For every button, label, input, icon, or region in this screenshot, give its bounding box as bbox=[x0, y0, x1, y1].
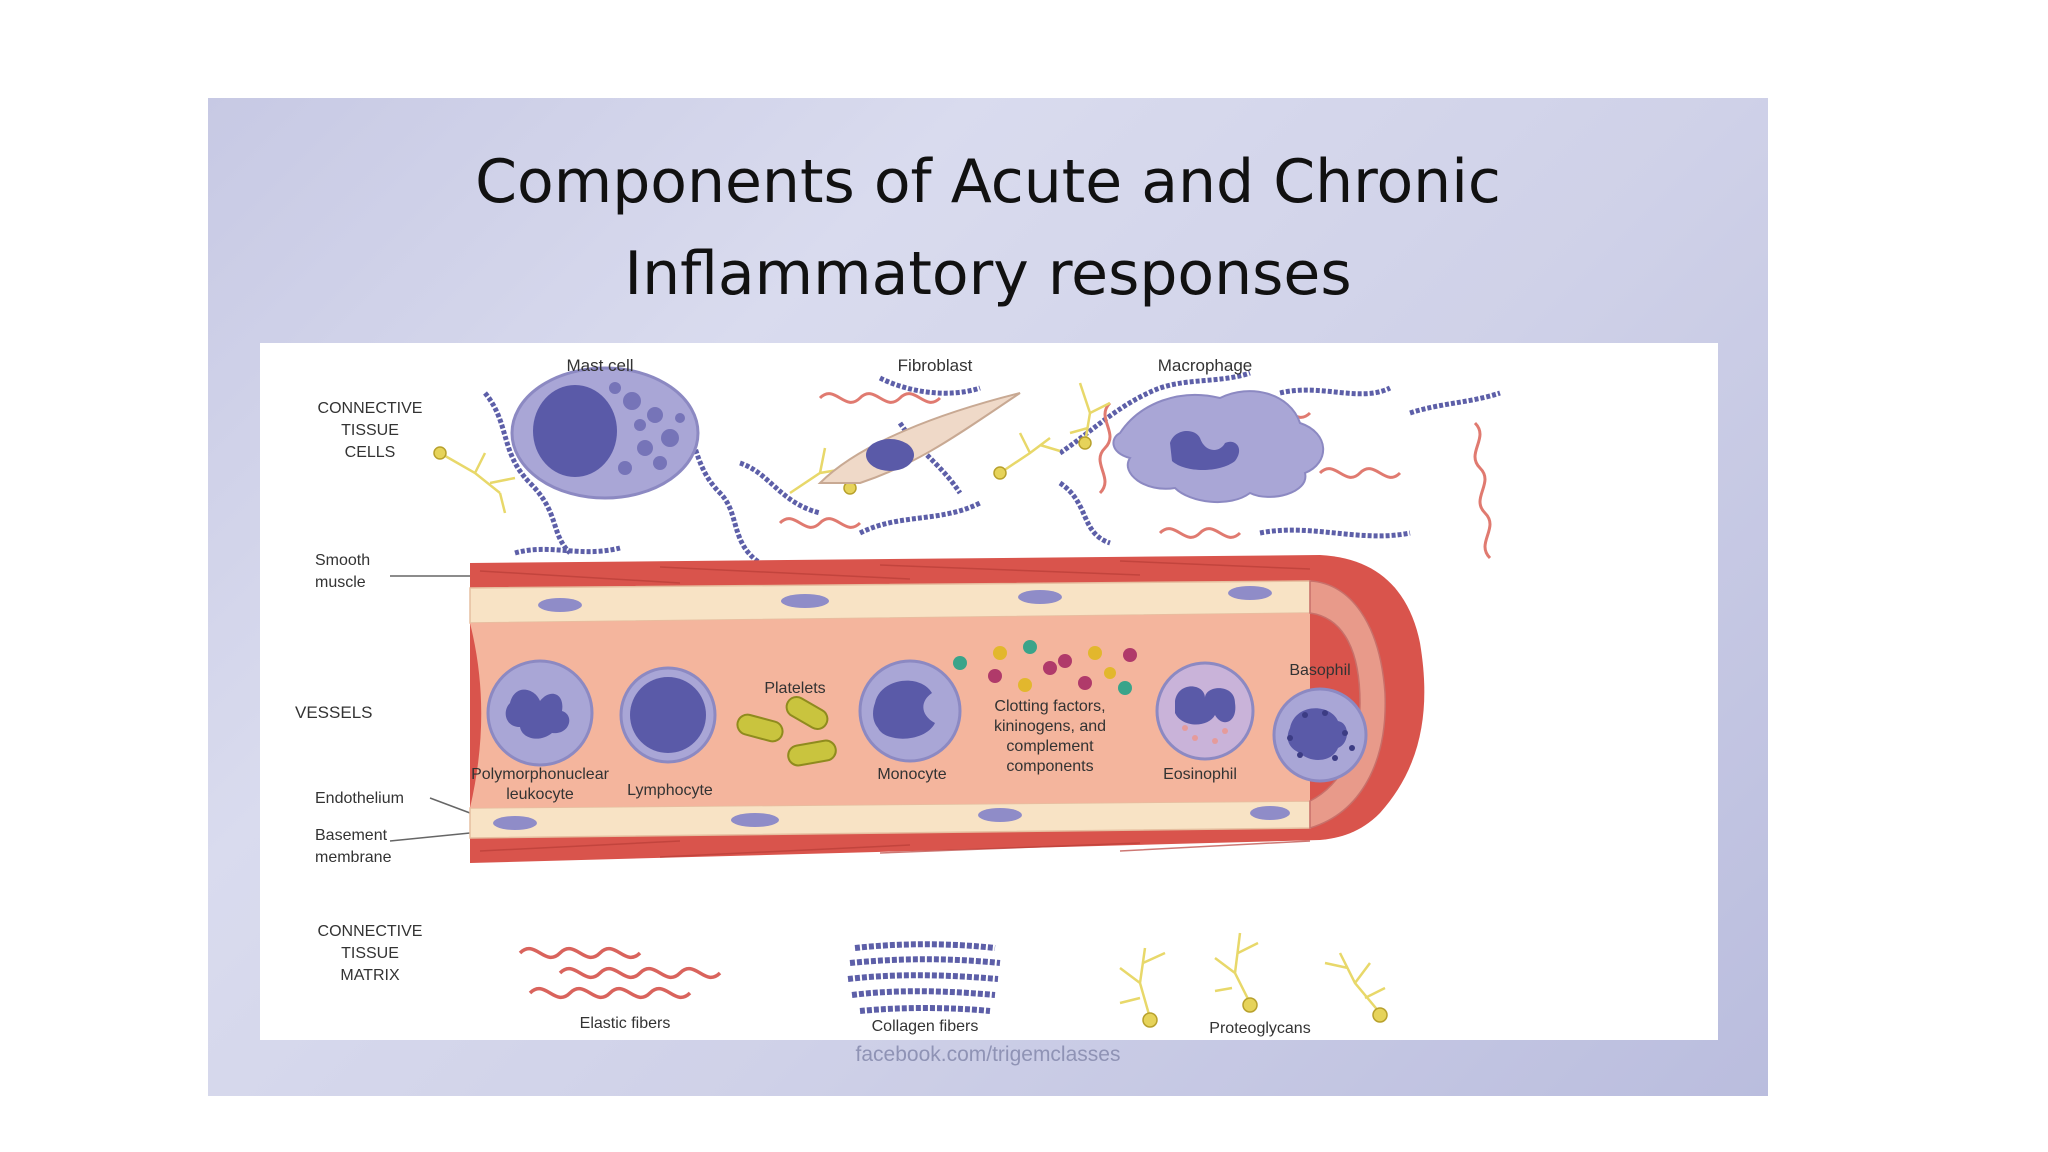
pmn-leukocyte bbox=[486, 659, 594, 767]
monocyte bbox=[858, 659, 962, 763]
label-connective-tissue-matrix: CONNECTIVE TISSUE MATRIX bbox=[318, 923, 423, 984]
inflammation-diagram: Mast cell Fibroblast Macrophage CONNECTI… bbox=[260, 343, 1718, 1040]
smooth-muscle-line-2: muscle bbox=[315, 574, 366, 591]
basophil bbox=[1272, 687, 1368, 783]
clotting-line-4: components bbox=[1006, 758, 1093, 775]
monocyte-label: Monocyte bbox=[877, 766, 946, 783]
ct-matrix-line-3: MATRIX bbox=[340, 967, 400, 984]
eosinophil bbox=[1155, 661, 1255, 761]
slide-title: Components of Acute and Chronic Inflamma… bbox=[208, 136, 1768, 320]
watermark-text: facebook.com/trigemclasses bbox=[855, 1043, 1121, 1066]
eosinophil-label: Eosinophil bbox=[1163, 766, 1237, 783]
lymphocyte bbox=[619, 666, 717, 764]
title-line-2: Inflammatory responses bbox=[624, 239, 1352, 309]
ct-cells-line-1: CONNECTIVE bbox=[318, 400, 423, 417]
basophil-label: Basophil bbox=[1289, 662, 1350, 679]
pmn-label: Polymorphonuclear leukocyte bbox=[471, 766, 610, 803]
clotting-line-2: kininogens, and bbox=[994, 718, 1106, 735]
mast-cell bbox=[510, 366, 700, 500]
title-line-1: Components of Acute and Chronic bbox=[475, 147, 1501, 217]
clotting-factors-dots bbox=[953, 640, 1137, 695]
fibroblast bbox=[817, 392, 1021, 484]
slide: Components of Acute and Chronic Inflamma… bbox=[208, 98, 1768, 1096]
ct-matrix-line-2: TISSUE bbox=[341, 945, 399, 962]
proteoglycans bbox=[1119, 932, 1386, 1019]
pmn-line-1: Polymorphonuclear bbox=[471, 766, 610, 783]
ct-matrix-line-1: CONNECTIVE bbox=[318, 923, 423, 940]
ct-cells-line-3: CELLS bbox=[345, 444, 396, 461]
platelets bbox=[736, 696, 837, 767]
elastic-fibers bbox=[518, 946, 722, 1000]
basement-line-2: membrane bbox=[315, 849, 392, 866]
collagen-fibers bbox=[847, 941, 1001, 1014]
lymphocyte-label: Lymphocyte bbox=[627, 782, 713, 799]
macrophage bbox=[1112, 390, 1325, 504]
macrophage-label: Macrophage bbox=[1158, 356, 1253, 375]
label-vessels: VESSELS bbox=[295, 703, 373, 722]
proteoglycan-cores bbox=[1142, 997, 1388, 1028]
label-smooth-muscle: Smooth muscle bbox=[315, 552, 470, 591]
basement-line-1: Basement bbox=[315, 827, 388, 844]
proteoglycans-label: Proteoglycans bbox=[1209, 1020, 1310, 1037]
label-basement-membrane: Basement membrane bbox=[315, 827, 471, 866]
fibroblast-label: Fibroblast bbox=[898, 356, 973, 375]
mast-cell-label: Mast cell bbox=[566, 356, 633, 375]
clotting-label: Clotting factors, kininogens, and comple… bbox=[994, 698, 1106, 775]
elastic-fibers-label: Elastic fibers bbox=[580, 1015, 671, 1032]
pmn-line-2: leukocyte bbox=[506, 786, 574, 803]
collagen-fibers-label: Collagen fibers bbox=[872, 1018, 979, 1035]
ct-cells-line-2: TISSUE bbox=[341, 422, 399, 439]
clotting-line-3: complement bbox=[1006, 738, 1094, 755]
clotting-line-1: Clotting factors, bbox=[994, 698, 1105, 715]
platelets-label: Platelets bbox=[764, 680, 825, 697]
label-endothelium: Endothelium bbox=[315, 790, 471, 814]
label-connective-tissue-cells: CONNECTIVE TISSUE CELLS bbox=[318, 400, 423, 461]
diagram-svg: Mast cell Fibroblast Macrophage CONNECTI… bbox=[295, 356, 1501, 1037]
endothelium-text: Endothelium bbox=[315, 790, 404, 807]
smooth-muscle-line-1: Smooth bbox=[315, 552, 370, 569]
